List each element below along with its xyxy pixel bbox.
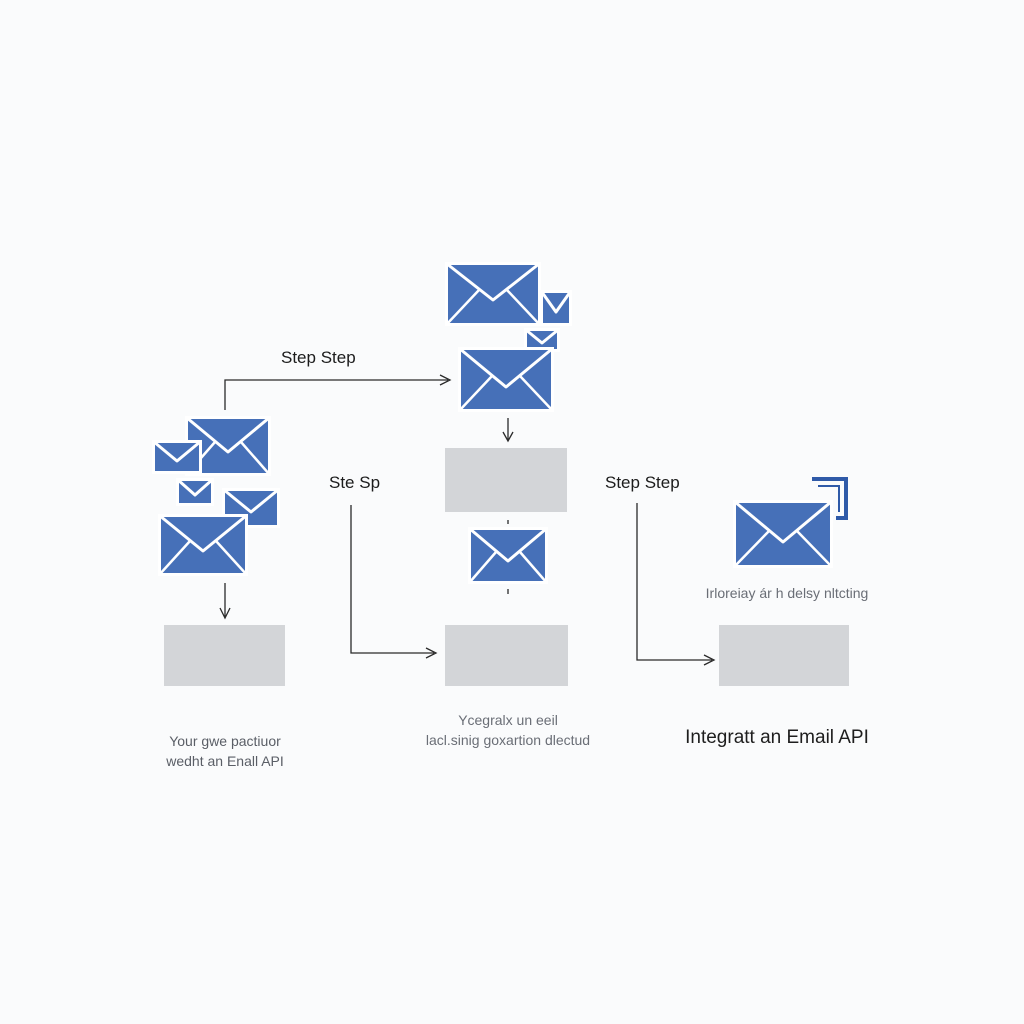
step-label-middle-left: Ste Sp bbox=[329, 473, 381, 492]
caption-right-small: Irloreiay ár h delsy nltcting bbox=[705, 585, 869, 601]
placeholder-box-right bbox=[719, 625, 849, 686]
arrow-head-middle-right bbox=[703, 654, 716, 666]
connector-top bbox=[224, 379, 448, 410]
envelope-icon bbox=[152, 440, 202, 474]
placeholder-box-center-top bbox=[445, 448, 567, 512]
connector-middle-left bbox=[350, 505, 434, 654]
caption-left-line-1: Your gwe pactiuor bbox=[169, 733, 281, 749]
return-arrow-icon bbox=[812, 477, 848, 520]
return-arrow-inner bbox=[818, 485, 840, 512]
envelope-icon bbox=[458, 347, 554, 412]
envelope-icon bbox=[540, 290, 572, 326]
envelope-icon bbox=[468, 527, 548, 584]
caption-right: Integratt an Email API bbox=[685, 727, 869, 748]
connector-middle-right bbox=[636, 503, 712, 661]
placeholder-box-center bbox=[445, 625, 568, 686]
caption-center-line-2: lacl.sinig goxartion dlectud bbox=[425, 732, 591, 748]
placeholder-box-left bbox=[164, 625, 285, 686]
caption-left-line-2: wedht an Enall API bbox=[166, 753, 284, 769]
caption-center: Ycegralx un eeil lacl.sinig goxartion dl… bbox=[410, 710, 606, 750]
envelope-icon bbox=[445, 262, 541, 326]
envelope-icon bbox=[733, 500, 833, 568]
envelope-icon bbox=[158, 514, 248, 576]
step-label-middle-right: Step Step bbox=[605, 473, 680, 492]
step-label-top: Step Step bbox=[281, 348, 356, 367]
arrow-head-center-down bbox=[502, 431, 514, 443]
arrow-head-middle-left bbox=[425, 647, 438, 659]
caption-center-line-1: Ycegralx un eeil bbox=[458, 712, 558, 728]
envelope-icon bbox=[176, 478, 214, 506]
caption-left: Your gwe pactiuor wedht an Enall API bbox=[140, 731, 310, 771]
arrow-head-left-down bbox=[219, 607, 231, 620]
arrow-head-top bbox=[439, 374, 452, 386]
